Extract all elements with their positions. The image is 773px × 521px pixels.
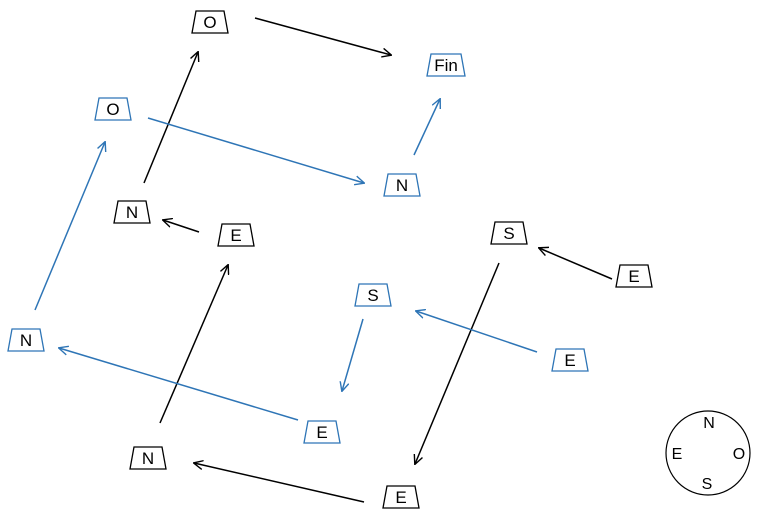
edge-arrow-s-to-e [415, 262, 500, 464]
edge-arrow-n-to-o [143, 52, 198, 184]
node-label: E [395, 488, 406, 507]
node-shape [615, 264, 653, 288]
node-shape [191, 10, 229, 34]
edge-arrow-o-to-fin [254, 17, 391, 55]
node-shape [354, 283, 392, 307]
edge-arrow-n-to-o [34, 142, 105, 311]
node-shape [490, 221, 528, 245]
node-shape [113, 200, 151, 224]
edge-arrow-n-to-fin [413, 99, 440, 156]
node-e: E [382, 485, 420, 509]
node-e: E [303, 420, 341, 444]
compass-east-label: O [733, 446, 745, 463]
node-shape [303, 420, 341, 444]
compass-circle [665, 410, 751, 496]
node-n: N [129, 446, 167, 470]
node-label: N [126, 203, 138, 222]
node-label: N [142, 449, 154, 468]
node-label: S [367, 286, 378, 305]
node-o: O [94, 97, 132, 121]
node-label: O [106, 100, 119, 119]
node-shape [426, 53, 466, 77]
node-n: N [7, 328, 45, 352]
node-shape [94, 97, 132, 121]
compass-south-label: S [702, 476, 713, 493]
node-label: Fin [434, 56, 458, 75]
edge-arrow-n-to-e [159, 265, 228, 424]
edge-arrow-e-to-s [539, 248, 613, 280]
compass-west-label: E [672, 446, 683, 463]
node-shape [129, 446, 167, 470]
edges-layer [34, 17, 613, 503]
node-n: N [113, 200, 151, 224]
node-shape [382, 485, 420, 509]
node-label: N [20, 331, 32, 350]
node-label: S [503, 224, 514, 243]
node-o: O [191, 10, 229, 34]
node-label: N [396, 176, 408, 195]
node-n: N [383, 173, 421, 197]
node-label: E [230, 226, 241, 245]
edge-arrow-e-to-s [416, 311, 538, 353]
compass: N O S E [665, 410, 751, 496]
node-label: E [628, 267, 639, 286]
node-shape [7, 328, 45, 352]
node-s: S [354, 283, 392, 307]
node-shape [383, 173, 421, 197]
node-e: E [551, 348, 589, 372]
edge-arrow-s-to-e [342, 318, 364, 391]
node-fin: Fin [426, 53, 466, 77]
edge-arrow-e-to-n [59, 348, 299, 421]
node-shape [217, 223, 255, 247]
node-e: E [615, 264, 653, 288]
edge-arrow-o-to-n [147, 117, 364, 183]
node-s: S [490, 221, 528, 245]
node-label: E [564, 351, 575, 370]
node-shape [551, 348, 589, 372]
node-label: E [316, 423, 327, 442]
edge-arrow-e-to-n [194, 463, 365, 503]
edge-arrow-e-to-n [163, 220, 200, 233]
node-e: E [217, 223, 255, 247]
compass-north-label: N [703, 415, 715, 432]
node-label: O [203, 13, 216, 32]
